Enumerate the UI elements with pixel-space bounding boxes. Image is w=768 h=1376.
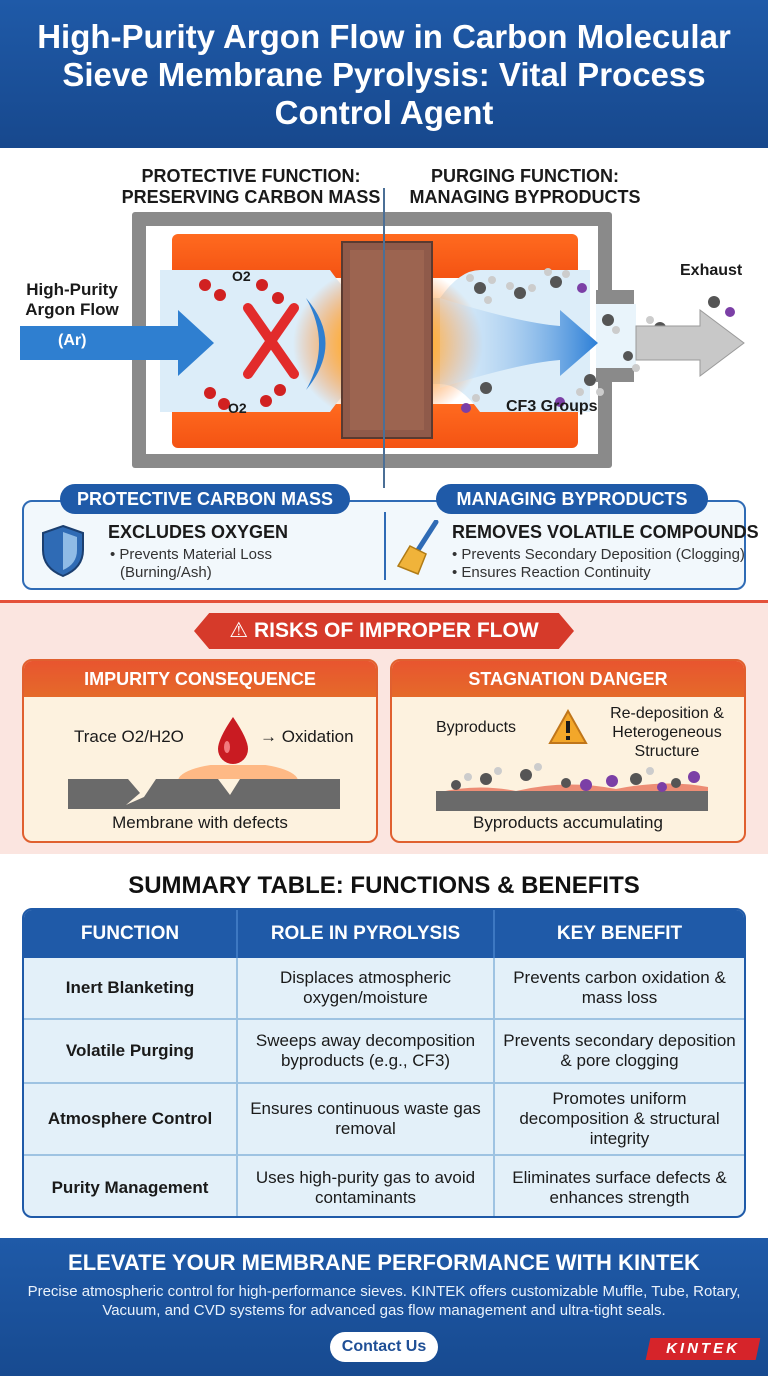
row-function: Inert Blanketing <box>24 958 238 1018</box>
redeposition-label-1: Re-deposition & <box>610 705 724 722</box>
warning-triangle-icon <box>548 709 588 744</box>
purging-function-heading: PURGING FUNCTION: MANAGING BYPRODUCTS <box>409 166 641 207</box>
oxygen-label-bottom: O2 <box>228 400 247 416</box>
redeposition-label-3: Structure <box>634 743 700 760</box>
contact-us-button[interactable]: Contact Us <box>330 1332 438 1362</box>
removes-volatile-title: REMOVES VOLATILE COMPOUNDS <box>452 522 759 542</box>
right-bullet-1: • Prevents Secondary Deposition (Cloggin… <box>452 546 745 563</box>
oxygen-label-top: O2 <box>232 268 251 284</box>
footer-description: Precise atmospheric control for high-per… <box>27 1283 741 1319</box>
purge-flow <box>440 298 598 388</box>
row-function: Volatile Purging <box>24 1020 238 1082</box>
right-bullet-2: • Ensures Reaction Continuity <box>452 564 651 581</box>
page-title: High-Purity Argon Flow in Carbon Molecul… <box>37 18 731 131</box>
header-role: ROLE IN PYROLYSIS <box>238 910 495 958</box>
shield-arc <box>306 298 326 390</box>
row-role: Sweeps away decomposition byproducts (e.… <box>238 1020 495 1082</box>
table-row: Atmosphere Control Ensures continuous wa… <box>24 1084 744 1156</box>
byproducts-label: Byproducts <box>436 719 517 736</box>
exhaust-arrow <box>635 309 745 377</box>
row-benefit: Prevents secondary deposition & pore clo… <box>503 1031 736 1070</box>
accumulating-membrane <box>436 763 708 811</box>
footer-banner: ELEVATE YOUR MEMBRANE PERFORMANCE WITH K… <box>0 1238 768 1376</box>
table-row: Purity Management Uses high-purity gas t… <box>24 1156 744 1216</box>
stagnation-caption: Byproducts accumulating <box>473 813 663 832</box>
row-function: Purity Management <box>24 1156 238 1216</box>
summary-title: SUMMARY TABLE: FUNCTIONS & BENEFITS <box>128 872 640 899</box>
byproducts-pill: MANAGING BYPRODUCTS <box>436 484 708 514</box>
argon-symbol: (Ar) <box>58 332 87 349</box>
redeposition-label-2: Heterogeneous <box>612 724 722 741</box>
left-bullet-2: (Burning/Ash) <box>120 564 212 581</box>
row-role: Displaces atmospheric oxygen/moisture <box>238 958 495 1018</box>
reactor-illustration <box>20 188 745 488</box>
table-header-row: FUNCTION ROLE IN PYROLYSIS KEY BENEFIT <box>24 910 744 958</box>
stagnation-card: STAGNATION DANGER Byproducts Re-depositi… <box>390 659 746 843</box>
info-divider <box>384 512 386 580</box>
stagnation-card-title: STAGNATION DANGER <box>392 661 744 697</box>
row-benefit: Eliminates surface defects & enhances st… <box>512 1168 727 1207</box>
oxygen-molecules <box>199 279 286 410</box>
impurity-card: IMPURITY CONSEQUENCE Trace O2/H2O → Oxid… <box>22 659 378 843</box>
risks-banner: ⚠ RISKS OF IMPROPER FLOW <box>194 613 574 649</box>
impurity-caption: Membrane with defects <box>112 813 288 832</box>
row-role: Ensures continuous waste gas removal <box>238 1084 495 1154</box>
exhaust-molecule <box>708 296 735 317</box>
blocked-oxygen-x <box>243 303 299 379</box>
trace-label: Trace O2/H2O <box>74 727 184 746</box>
excludes-oxygen-title: EXCLUDES OXYGEN <box>108 522 289 542</box>
footer-title: ELEVATE YOUR MEMBRANE PERFORMANCE WITH K… <box>68 1250 700 1275</box>
argon-flow-label: High-Purity Argon Flow <box>25 280 119 319</box>
warning-icon: ⚠ <box>229 619 254 642</box>
kintek-logo-text: KINTEK <box>666 1340 740 1357</box>
exhaust-label: Exhaust <box>680 262 743 279</box>
protective-pill: PROTECTIVE CARBON MASS <box>60 484 350 514</box>
header-banner: High-Purity Argon Flow in Carbon Molecul… <box>0 0 768 148</box>
impurity-card-title: IMPURITY CONSEQUENCE <box>24 661 376 697</box>
table-row: Inert Blanketing Displaces atmospheric o… <box>24 958 744 1020</box>
risks-banner-text: RISKS OF IMPROPER FLOW <box>254 619 539 642</box>
summary-table: FUNCTION ROLE IN PYROLYSIS KEY BENEFIT I… <box>22 908 746 1218</box>
risks-section: ⚠ RISKS OF IMPROPER FLOW IMPURITY CONSEQ… <box>0 600 768 854</box>
row-benefit: Promotes uniform decomposition & structu… <box>519 1089 720 1148</box>
protective-function-heading: PROTECTIVE FUNCTION: PRESERVING CARBON M… <box>121 166 381 207</box>
droplet-icon <box>218 717 248 764</box>
byproduct-label: CF3 Groups <box>506 398 598 415</box>
defective-membrane <box>68 765 340 809</box>
argon-flow-arrow <box>20 310 214 376</box>
header-function: FUNCTION <box>24 910 238 958</box>
row-role: Uses high-purity gas to avoid contaminan… <box>238 1156 495 1216</box>
kintek-logo: KINTEK <box>645 1338 761 1360</box>
left-bullet-1: • Prevents Material Loss <box>110 546 272 563</box>
row-function: Atmosphere Control <box>24 1084 238 1154</box>
table-row: Volatile Purging Sweeps away decompositi… <box>24 1020 744 1084</box>
broom-icon <box>396 520 439 575</box>
header-benefit: KEY BENEFIT <box>556 923 683 944</box>
shield-icon <box>42 524 84 578</box>
oxidation-label: → Oxidation <box>260 727 354 746</box>
reactor-diagram: PROTECTIVE FUNCTION: PRESERVING CARBON M… <box>0 148 768 600</box>
row-benefit: Prevents carbon oxidation & mass loss <box>513 968 726 1007</box>
